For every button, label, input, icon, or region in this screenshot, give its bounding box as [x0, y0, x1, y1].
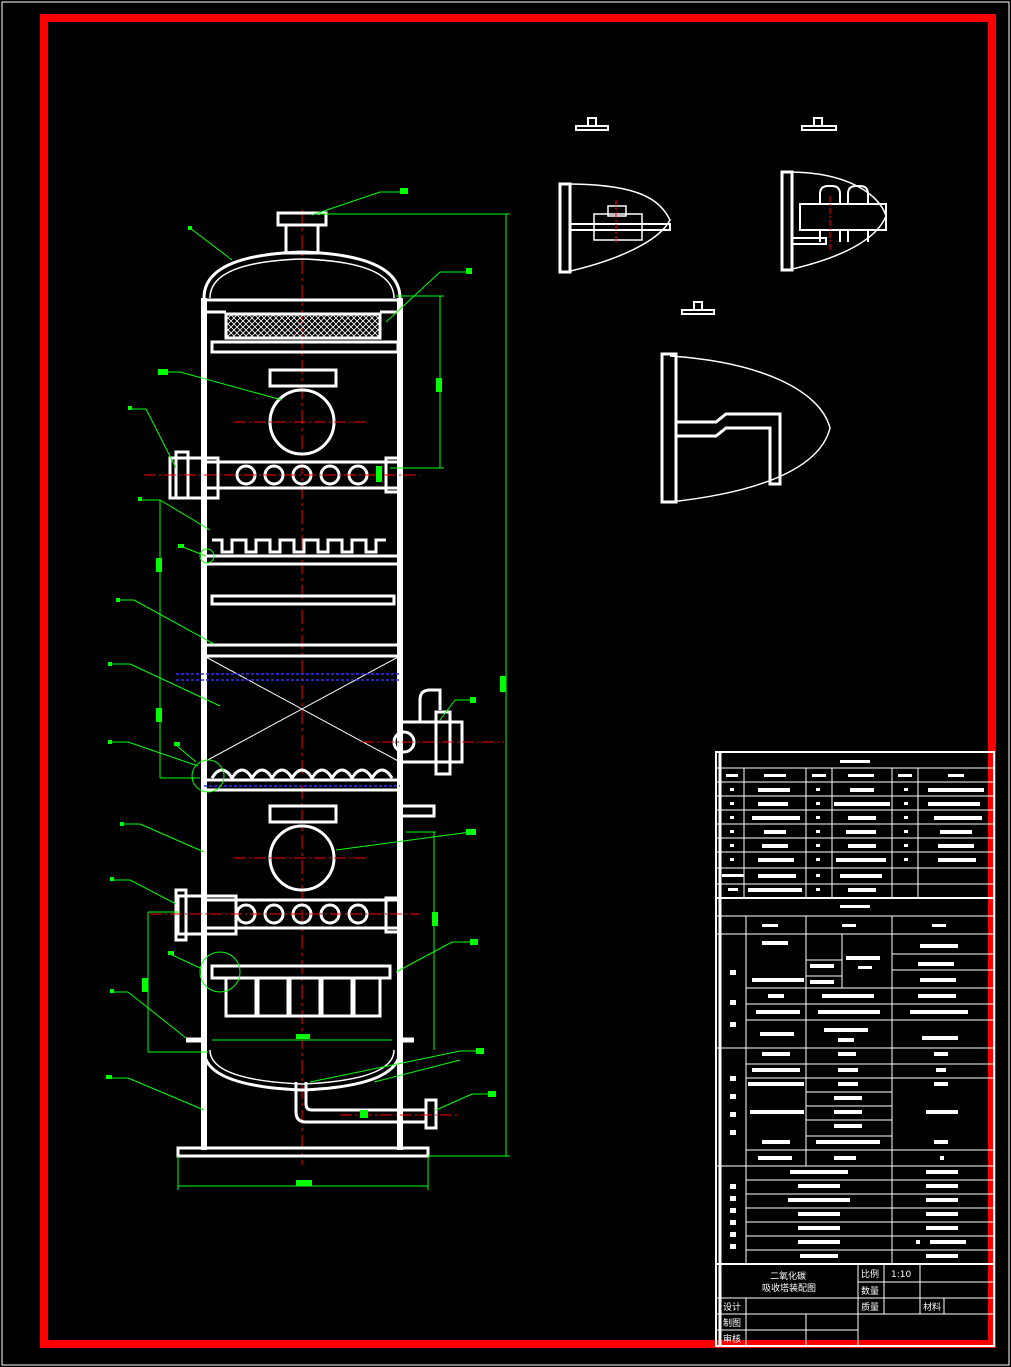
- liquid-distributor: [212, 538, 386, 554]
- quantity-label: 数量: [861, 1285, 879, 1297]
- upper-manhole-cover: [268, 368, 338, 388]
- packing-support: [210, 768, 394, 781]
- base-ring: [176, 1146, 430, 1158]
- absorber-tower: [168, 210, 464, 1165]
- detail-c: [660, 301, 831, 504]
- draw-label: 制图: [723, 1317, 741, 1329]
- table-text-bars: [722, 760, 984, 1258]
- scale-label: 比例: [861, 1268, 879, 1280]
- drawing-title-line2: 吸收塔装配图: [762, 1282, 816, 1294]
- detail-a: [558, 117, 671, 274]
- top-head: [202, 250, 402, 299]
- detail-views: [558, 117, 887, 504]
- lower-manhole-cover: [268, 804, 338, 824]
- bottom-outlet-pipe: [294, 1082, 426, 1124]
- title-block-text: 二氧化碳 吸收塔装配图 比例 1:10 数量 质量 材料 设计 制图 审核: [723, 1268, 941, 1345]
- detail-b: [780, 117, 887, 272]
- gas-distributor: [210, 964, 392, 980]
- drawing-title-line1: 二氧化碳: [770, 1270, 806, 1282]
- packing-marks: [176, 673, 400, 787]
- drawing-frame: [40, 14, 996, 1348]
- design-label: 设计: [723, 1301, 741, 1313]
- bottom-head: [202, 1049, 402, 1092]
- parts-table: [715, 751, 995, 1347]
- demister-pad: [224, 312, 382, 340]
- scale-value: 1:10: [891, 1270, 911, 1280]
- weight-label: 质量: [861, 1301, 879, 1313]
- material-label: 材料: [923, 1301, 941, 1313]
- review-label: 审核: [723, 1333, 741, 1345]
- part-labels: [106, 188, 506, 1186]
- upper-inlet-nozzle: [168, 456, 220, 500]
- hold-down-plate: [210, 594, 396, 606]
